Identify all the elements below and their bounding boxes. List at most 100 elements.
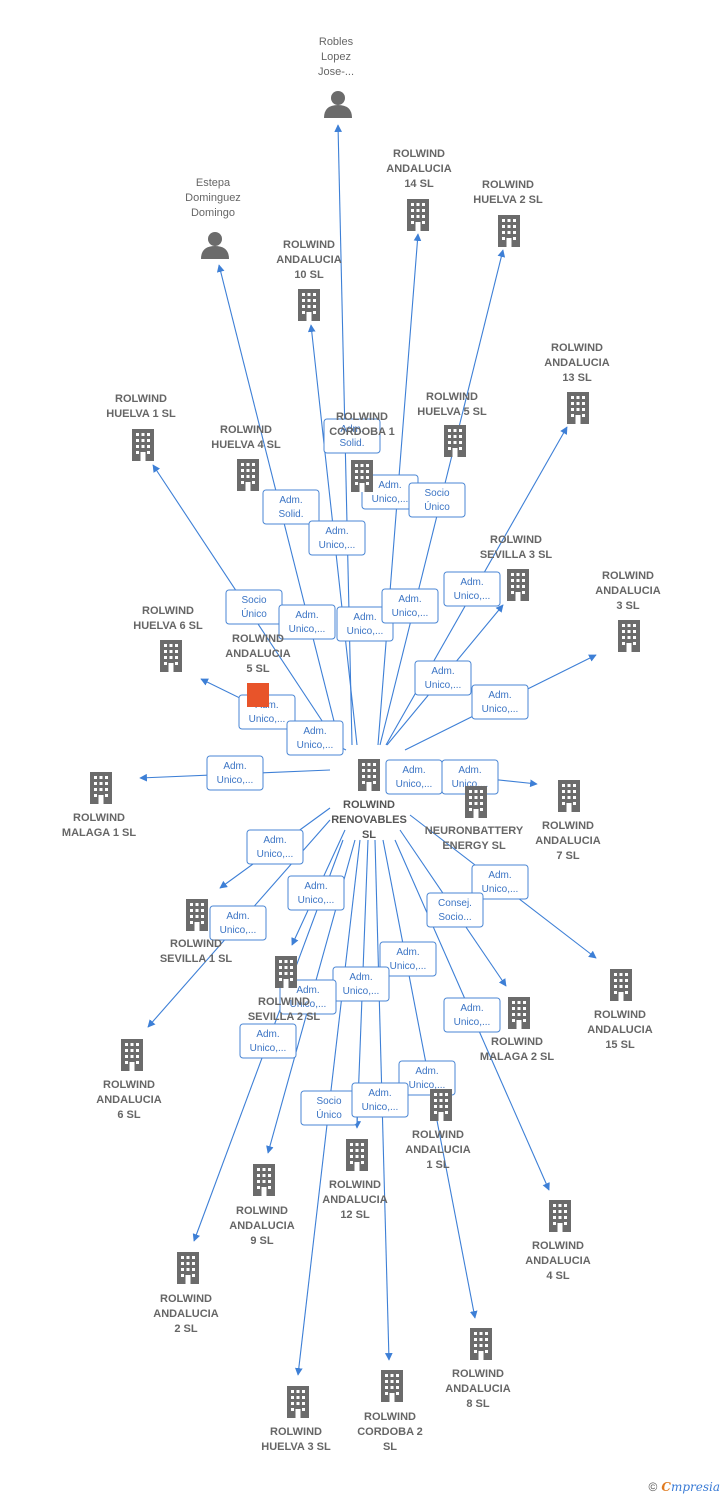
node-huelva-1[interactable]: ROLWIND HUELVA 1 SL [106,393,176,461]
building-icon [508,997,530,1029]
edge-badge-text: Solid. [339,438,364,449]
edge-badge-text: Adm. [303,726,326,737]
edge-badge-text: Adm. [488,690,511,701]
node-label: 15 SL [605,1039,635,1051]
edge-badge-text: Unico,... [396,779,433,790]
edge-badge-malaga-1[interactable]: Adm.Unico,... [206,755,264,791]
node-label: 10 SL [294,269,324,281]
node-label: HUELVA 5 SL [417,406,487,418]
edge-badge-neuronbattery[interactable]: Adm.Unico,... [385,759,443,795]
node-label: ANDALUCIA [276,254,341,266]
edge-badge-robles[interactable]: Adm. Solid. [323,418,381,454]
node-label: ROLWIND [393,148,445,160]
edge-badge-cordoba-1[interactable]: Adm.Unico,... [336,606,394,642]
edge-badge-text: Unico,... [343,986,380,997]
edge-badge-andalucia-1[interactable]: Adm.Unico,... [379,941,437,977]
edge-badge-text: Socio... [438,912,471,923]
node-label: ANDALUCIA [535,835,600,847]
edge-badge-andalucia-15[interactable]: Adm.Unico,... [471,864,529,900]
edge-badge-sevilla-2[interactable]: Adm.Unico,... [287,875,345,911]
edge-badge-andalucia-3[interactable]: Adm.Unico,... [471,684,529,720]
edge-badge-andalucia-13[interactable]: Adm.Unico,... [443,571,501,607]
edge-badge-andalucia-9[interactable]: Adm.Unico,... [279,979,337,1015]
node-label: ROLWIND [343,799,395,811]
node-label: SL [383,1441,397,1453]
node-andalucia-7[interactable]: ROLWIND ANDALUCIA 7 SL [535,780,601,862]
building-icon [618,620,640,652]
edge-badge-andalucia-6[interactable]: Adm.Unico,... [209,905,267,941]
edge-badge-sevilla-1[interactable]: Adm.Unico,... [246,829,304,865]
node-label: ROLWIND [73,812,125,824]
edge-badge-text: Adm. [223,761,246,772]
edge-badge-andalucia-12[interactable]: Adm.Unico,... [332,966,390,1002]
edge-badge-andalucia-10[interactable]: Adm.Unico,... [308,520,366,556]
edge-badge-text: Adm. [340,424,363,435]
edge-badge-text: Unico,... [289,624,326,635]
node-robles[interactable]: RoblesLopezJose-... [318,36,354,118]
building-icon [549,1200,571,1232]
node-label: 9 SL [250,1235,274,1247]
edge-badge-text: Adm. [398,594,421,605]
node-label: HUELVA 1 SL [106,408,176,420]
edge-badge-text: Consej. [438,898,472,909]
edge-badge-estepa[interactable]: Adm.Solid. [262,489,320,525]
edge-badge-sevilla-3[interactable]: Adm.Unico,... [414,660,472,696]
node-label: 2 SL [174,1323,198,1335]
node-label: ROLWIND [482,179,534,191]
node-label: CORDOBA 1 [329,426,395,438]
node-label: ROLWIND [542,820,594,832]
edge-badge-andalucia-14[interactable]: Adm.Unico,... [361,474,419,510]
edge-badge-andalucia-5[interactable]: Adm.Unico,... [286,720,344,756]
edge-badge-andalucia-2[interactable]: Adm.Unico,... [239,1023,297,1059]
edge-badge-text: Unico,... [482,884,519,895]
building-icon [132,429,154,461]
building-icon [177,1252,199,1284]
person-icon [324,91,352,118]
edge-badge-text: Adm. [396,947,419,958]
edge-badge-text: Unico,... [250,1043,287,1054]
edge-badge-text: Unico,... [454,1017,491,1028]
node-label: ROLWIND [115,393,167,405]
edge-badge-cordoba-2[interactable]: Adm.Unico,... [351,1082,409,1118]
node-label: SL [362,829,376,841]
node-label: ROLWIND [426,391,478,403]
edge-badge-huelva-4[interactable]: Adm.Unico,... [278,604,336,640]
edge-badge-huelva-5[interactable]: Adm.Unico,... [381,588,439,624]
node-label: 7 SL [556,850,580,862]
edge-badge-malaga-2[interactable]: Consej. Socio... [426,892,484,928]
edge-badge-andalucia-4[interactable]: Adm.Unico,... [443,997,501,1033]
edge-badge-andalucia-8[interactable]: Adm.Unico,... [398,1060,456,1096]
node-huelva-5[interactable]: ROLWIND HUELVA 5 SL [417,391,487,457]
edge-badge-andalucia-7[interactable]: Adm.Unico,... [441,759,499,795]
